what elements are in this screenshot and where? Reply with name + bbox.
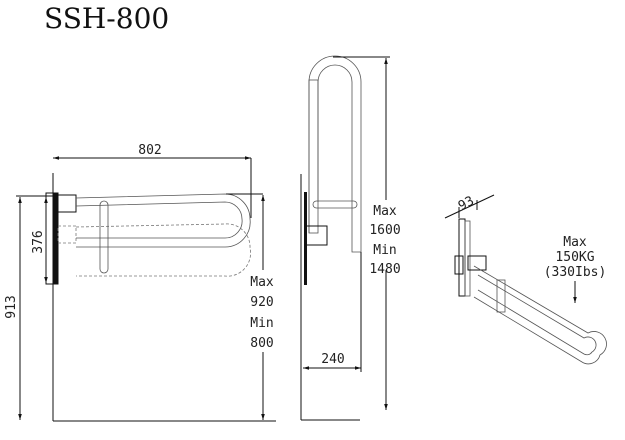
range-min-value: 800	[250, 336, 273, 351]
range-max-value: 920	[250, 295, 273, 310]
hinge-bracket-lowered	[57, 225, 77, 244]
load-imperial: (330Ibs)	[544, 265, 607, 280]
cross-support	[312, 200, 358, 209]
load-value: 150KG	[555, 250, 594, 265]
cross-support	[99, 200, 109, 274]
range-max-label: Max	[373, 204, 397, 219]
range-min-label: Min	[373, 243, 396, 258]
iso-view: 93 Max 150KG (330Ibs)	[444, 194, 607, 365]
range-max-label: Max	[250, 275, 274, 290]
front-view: 802 376 913 Max 920 Min 800	[4, 143, 276, 422]
plate-width-label: 93	[456, 194, 477, 215]
bracket-label: 376	[31, 230, 46, 253]
hinge-bracket	[467, 255, 487, 271]
range-min-label: Min	[250, 316, 273, 331]
mount-plate-side	[464, 220, 471, 297]
hinge-bracket	[304, 225, 328, 246]
mount-plate	[458, 218, 466, 297]
grab-bar-lowered	[75, 223, 251, 277]
grab-bar-outer	[473, 265, 607, 365]
mount-plate	[53, 193, 58, 284]
hinge-bracket	[57, 194, 77, 213]
hinge-block	[454, 255, 464, 275]
grab-bar-inner	[477, 274, 597, 356]
tube-left	[308, 79, 319, 234]
range-min-value: 1480	[369, 262, 400, 277]
drawing-title: SSH-800	[44, 2, 170, 35]
dimension-line	[444, 194, 495, 219]
depth-label: 240	[321, 352, 344, 367]
load-max-label: Max	[563, 235, 587, 250]
width-label: 802	[138, 143, 161, 158]
cross-support	[496, 279, 506, 313]
height-label: 913	[4, 295, 19, 318]
range-max-value: 1600	[369, 223, 400, 238]
side-view: Max 1600 Min 1480 240	[300, 55, 401, 421]
grab-bar-upright	[308, 55, 362, 253]
grab-bar-raised-inner	[75, 201, 243, 239]
grab-bar-raised	[75, 193, 251, 248]
